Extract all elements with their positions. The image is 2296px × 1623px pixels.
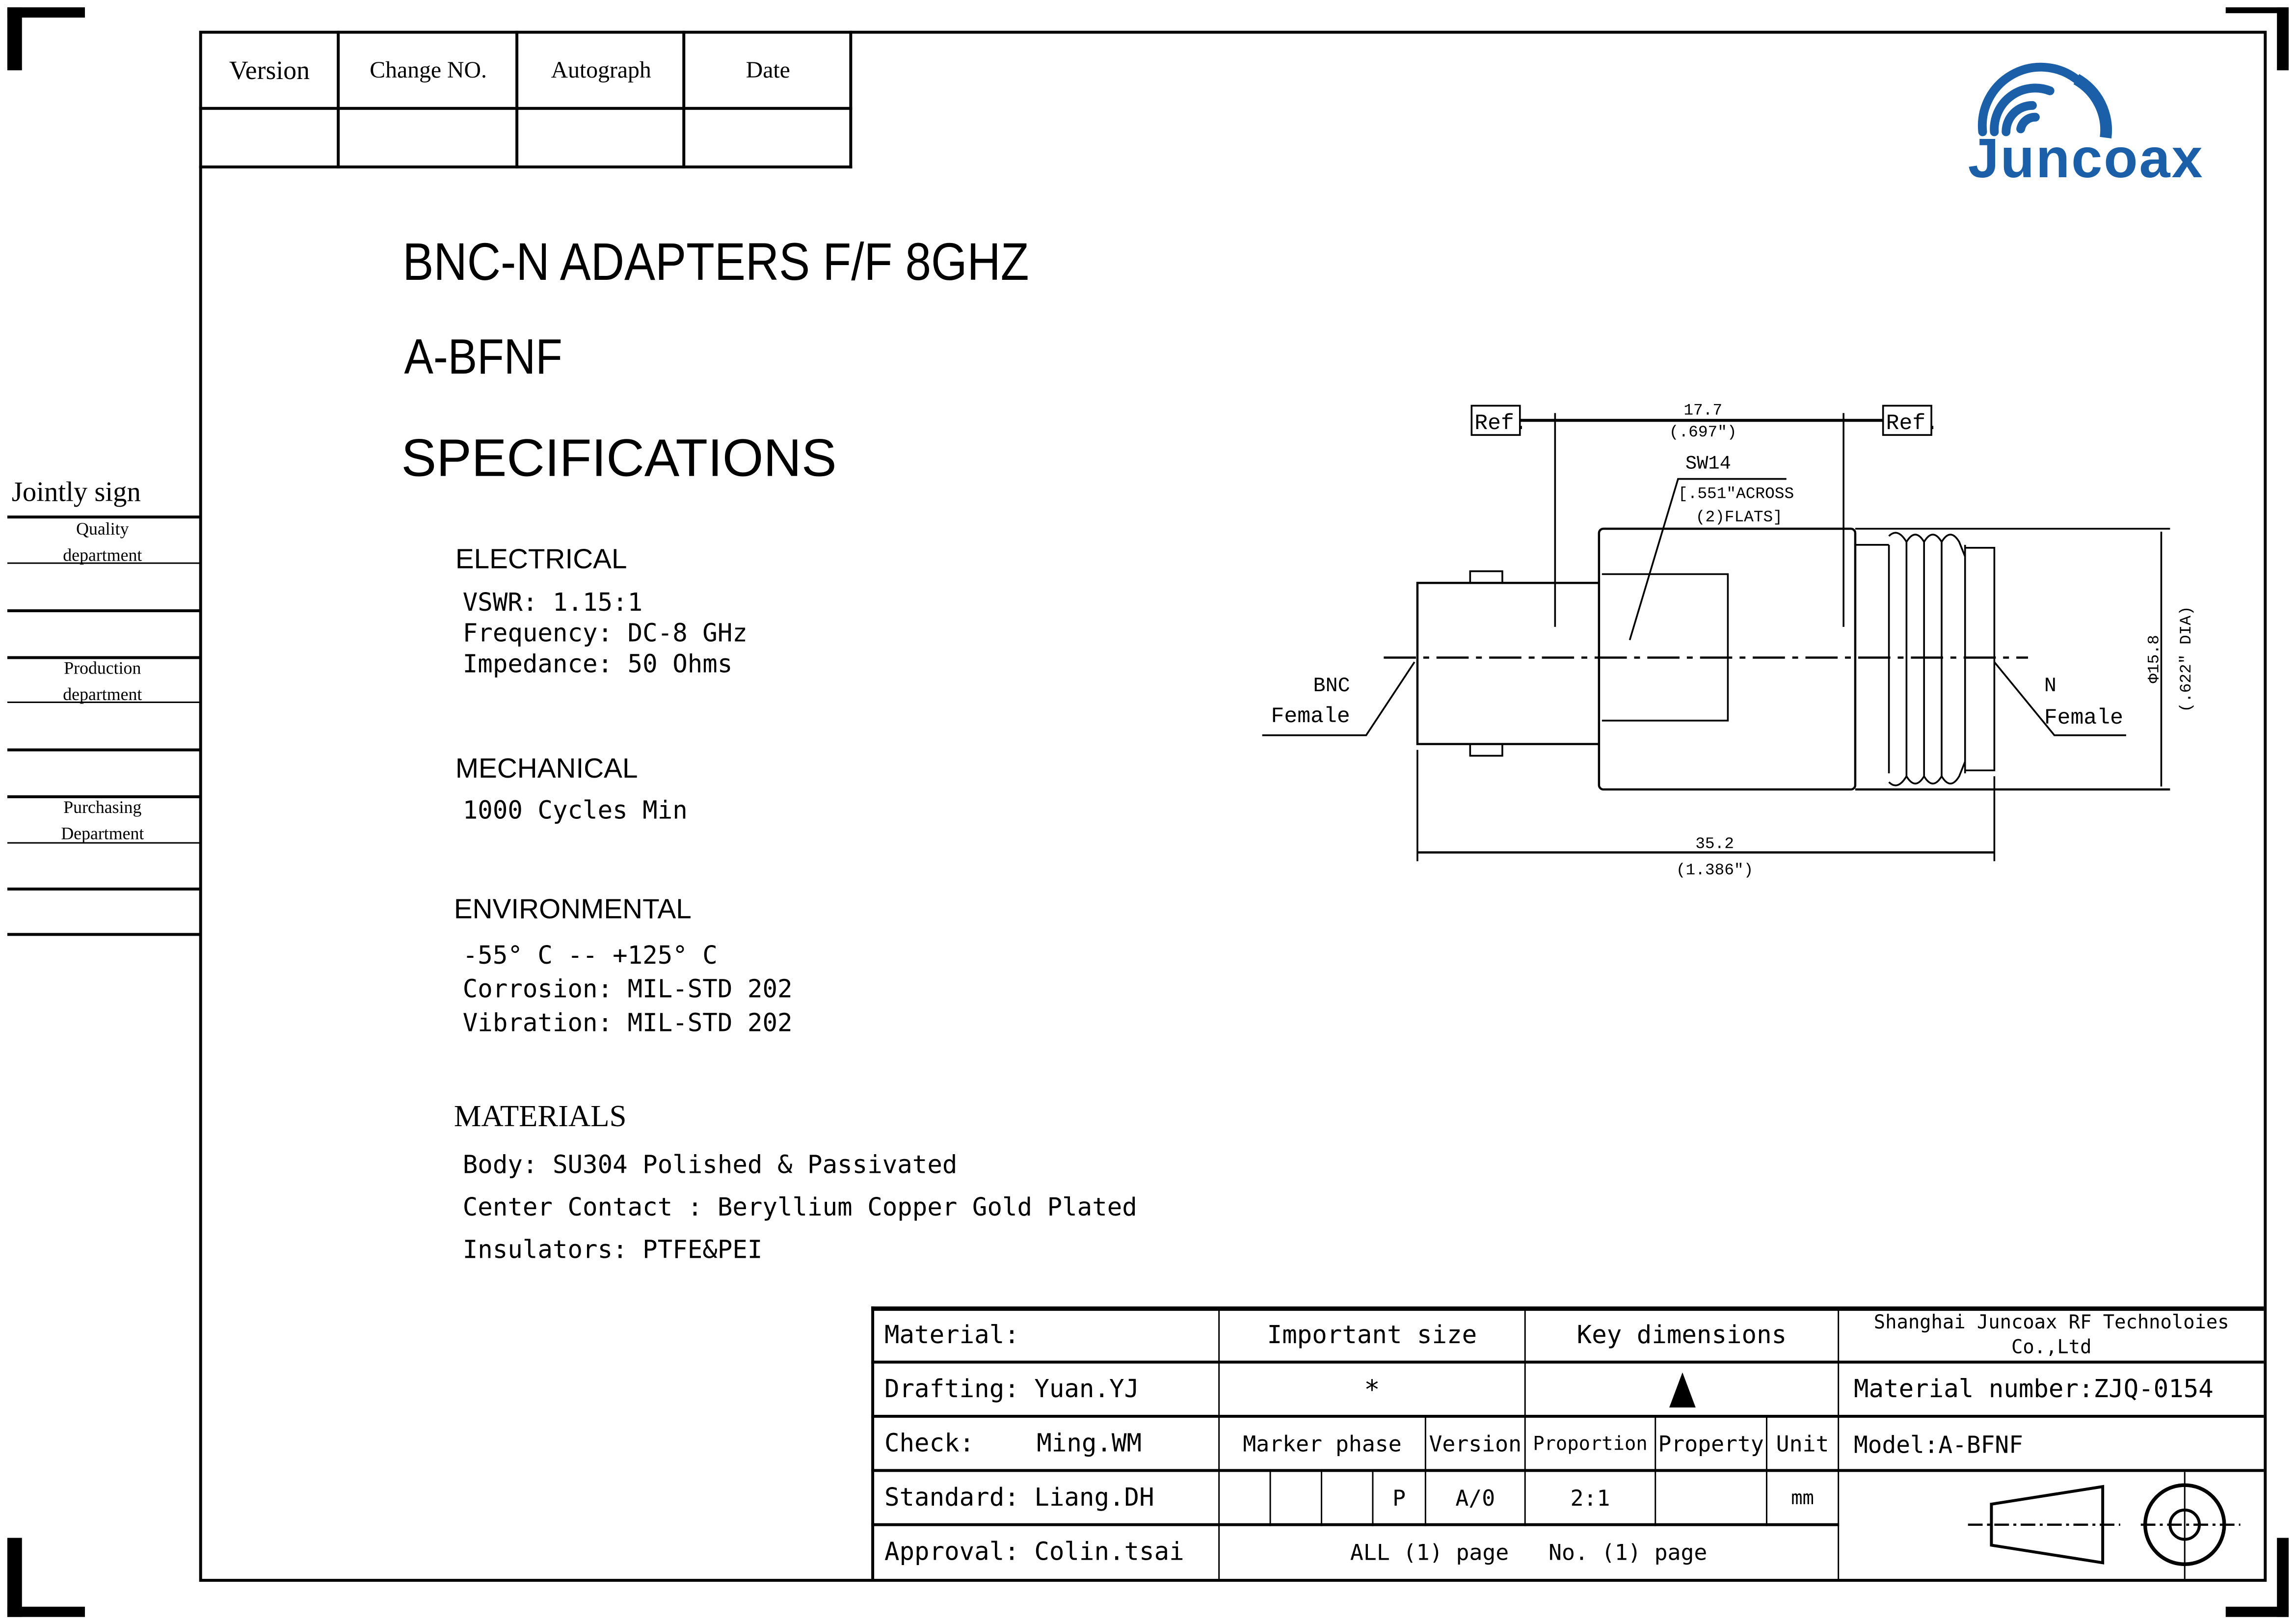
phase-value: P xyxy=(1392,1485,1406,1512)
important-size-label: Important size xyxy=(1267,1321,1477,1351)
electrical-specs: VSWR: 1.15:1 Frequency: DC-8 GHz Impedan… xyxy=(463,589,748,681)
spec-body: Body: SU304 Polished & Passivated xyxy=(462,1151,958,1181)
header-version: Version xyxy=(229,55,310,85)
material-label: Material: xyxy=(884,1321,1019,1351)
header-autograph: Autograph xyxy=(551,57,651,83)
materials-heading: MATERIALS xyxy=(454,1098,627,1134)
corner-mark xyxy=(7,7,85,18)
corner-mark xyxy=(2277,7,2289,71)
part-number: A-BFNF xyxy=(404,329,562,385)
header-change-no: Change NO. xyxy=(370,57,487,83)
check-name: Ming.WM xyxy=(1037,1429,1142,1459)
quality-department: Quality department xyxy=(63,518,142,566)
spec-center-contact: Center Contact : Beryllium Copper Gold P… xyxy=(462,1193,1137,1223)
spec-vswr: VSWR: 1.15:1 xyxy=(462,589,643,618)
purchasing-department: Purchasing Department xyxy=(61,796,144,844)
corner-mark xyxy=(7,1538,22,1617)
company-name: Shanghai Juncoax RF Technoloies Co.,Ltd xyxy=(1873,1312,2229,1359)
specifications-heading: SPECIFICATIONS xyxy=(401,428,837,488)
spec-insulators: Insulators: PTFE&PEI xyxy=(462,1236,763,1266)
wrench-note-2: (2)FLATS] xyxy=(1696,508,1783,526)
version-label: Version xyxy=(1429,1431,1522,1458)
proportion-label: Proportion xyxy=(1533,1433,1648,1456)
key-dimension-triangle-icon xyxy=(1526,1364,1838,1416)
mechanical-heading: MECHANICAL xyxy=(455,754,638,785)
spec-vibration: Vibration: MIL-STD 202 xyxy=(462,1009,793,1039)
bnc-female-label: Female xyxy=(1271,704,1350,729)
page-count: ALL (1) page No. (1) page xyxy=(1350,1539,1708,1566)
product-title: BNC-N ADAPTERS F/F 8GHZ xyxy=(402,231,1029,292)
marker-phase-label: Marker phase xyxy=(1243,1431,1402,1458)
environmental-specs: -55° C -- +125° C Corrosion: MIL-STD 202… xyxy=(463,940,793,1041)
corner-mark xyxy=(2225,7,2289,13)
corner-mark xyxy=(7,7,22,71)
approval-field: Approval: Colin.tsai xyxy=(884,1538,1184,1568)
production-department: Production department xyxy=(63,657,142,705)
dim-bottom: 35.2 xyxy=(1695,835,1734,853)
key-dimensions-label: Key dimensions xyxy=(1576,1321,1787,1351)
drawing-frame xyxy=(199,30,2267,1582)
diameter-inch: (.622" DIA) xyxy=(2177,606,2195,712)
logo-text: Juncoax xyxy=(1968,129,2204,190)
mechanical-specs: 1000 Cycles Min xyxy=(463,797,688,828)
corner-mark xyxy=(7,1606,85,1617)
header-date: Date xyxy=(746,57,790,83)
dim-top-inch: (.697") xyxy=(1669,423,1737,441)
unit-label: Unit xyxy=(1776,1431,1829,1458)
dim-top: 17.7 xyxy=(1683,401,1722,419)
standard-field: Standard: Liang.DH xyxy=(884,1484,1154,1513)
drafting-field: Drafting: Yuan.YJ xyxy=(884,1375,1140,1405)
n-female-label: Female xyxy=(2044,706,2123,730)
spec-frequency: Frequency: DC-8 GHz xyxy=(462,619,748,649)
material-number: Material number:ZJQ-0154 xyxy=(1853,1375,2214,1405)
version-value: A/0 xyxy=(1455,1485,1495,1512)
environmental-heading: ENVIRONMENTAL xyxy=(454,894,692,926)
spec-cycles: 1000 Cycles Min xyxy=(462,796,688,826)
proportion-value: 2:1 xyxy=(1570,1485,1610,1512)
wrench-note-1: [.551"ACROSS xyxy=(1678,485,1794,503)
diameter: Φ15.8 xyxy=(2145,635,2163,683)
wrench-size: SW14 xyxy=(1685,453,1731,475)
corner-mark xyxy=(2225,1606,2289,1617)
check-label: Check: xyxy=(884,1429,975,1459)
property-label: Property xyxy=(1658,1431,1764,1458)
spec-impedance: Impedance: 50 Ohms xyxy=(462,650,733,680)
n-label: N xyxy=(2044,674,2056,698)
spec-temperature: -55° C -- +125° C xyxy=(462,942,718,971)
projection-symbol-icon xyxy=(1968,1472,2241,1579)
bnc-label: BNC xyxy=(1313,674,1350,698)
ref-left-label: Ref. xyxy=(1474,411,1527,436)
signal-waves-icon xyxy=(1977,62,2112,138)
corner-mark xyxy=(2277,1538,2289,1617)
jointly-sign-label: Jointly sign xyxy=(11,477,141,509)
important-size-symbol: * xyxy=(1364,1374,1380,1406)
materials-specs: Body: SU304 Polished & Passivated Center… xyxy=(463,1145,1137,1273)
ref-right-label: Ref. xyxy=(1886,411,1939,436)
company-logo: Juncoax xyxy=(1962,55,2233,190)
spec-corrosion: Corrosion: MIL-STD 202 xyxy=(462,975,793,1005)
dim-bottom-inch: (1.386") xyxy=(1676,861,1753,879)
unit-value: mm xyxy=(1791,1487,1814,1510)
electrical-heading: ELECTRICAL xyxy=(455,544,627,576)
model-field: Model:A-BFNF xyxy=(1853,1430,2023,1458)
